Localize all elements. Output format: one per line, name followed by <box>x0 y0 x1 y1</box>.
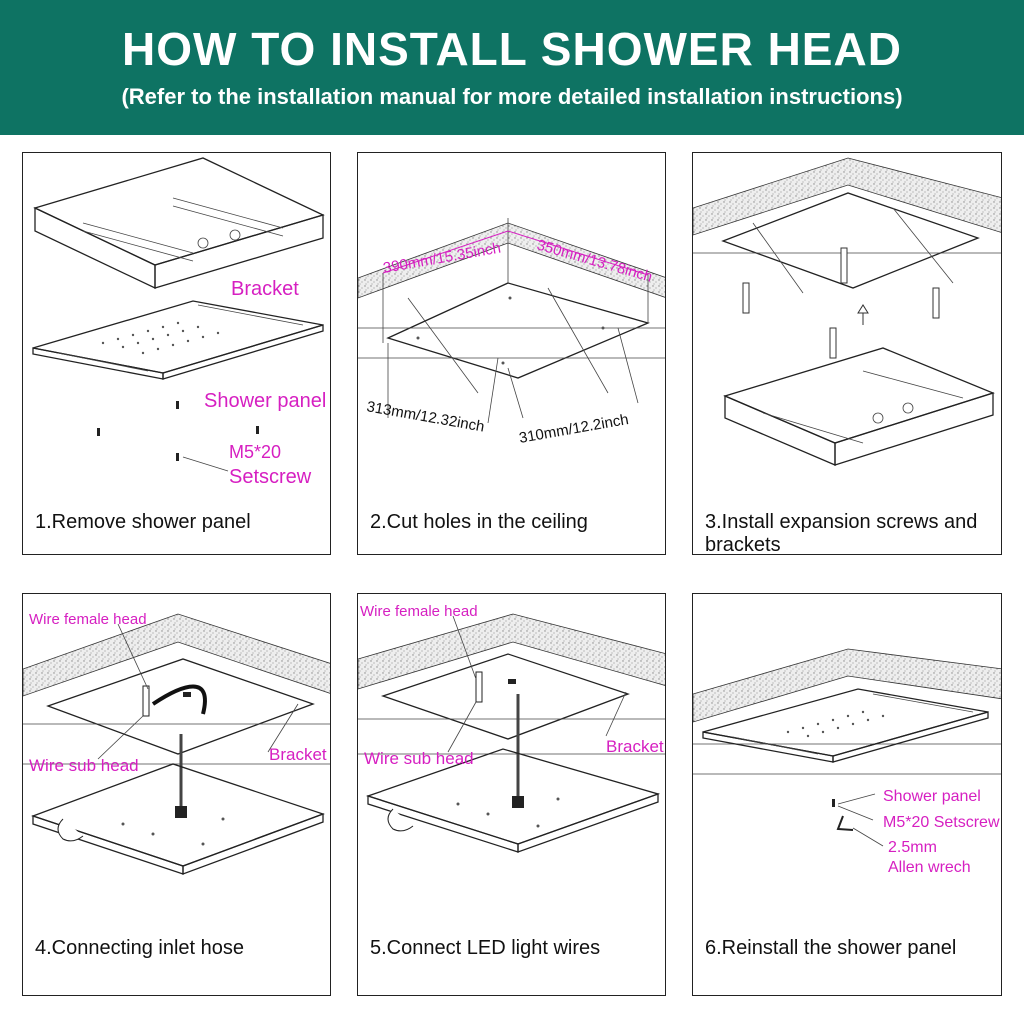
step-3-caption-line2: brackets <box>705 534 781 555</box>
page-subtitle: (Refer to the installation manual for mo… <box>121 84 903 109</box>
dim-350mm: 350mm/13.78inch <box>535 237 654 286</box>
label-wire-sub-head: Wire sub head <box>29 756 139 775</box>
step-6-panel: Shower panel M5*20 Setscrew 2.5mm Allen … <box>692 593 1002 996</box>
step-3-caption-line1: 3.Install expansion screws and <box>705 511 978 533</box>
step-5-illustration: Wire female head Wire sub head Bracket <box>358 603 665 853</box>
label-bracket-5: Bracket <box>606 737 664 756</box>
dim-310mm: 310mm/12.2inch <box>518 411 630 447</box>
step-1-caption: 1.Remove shower panel <box>35 511 251 533</box>
step-1-panel: Bracket Shower panel M5*20 Setscrew 1.Re… <box>22 152 331 555</box>
page-title: HOW TO INSTALL SHOWER HEAD <box>122 23 902 75</box>
dim-390mm: 390mm/15.35inch <box>382 239 502 276</box>
label-wire-female-head-5: Wire female head <box>360 603 478 620</box>
step-4-panel: Wire female head Wire sub head Bracket 4… <box>22 593 331 996</box>
label-setscrew-6: M5*20 Setscrew <box>883 814 1000 831</box>
step-5-caption: 5.Connect LED light wires <box>370 937 601 959</box>
step-5-panel: Wire female head Wire sub head Bracket 5… <box>357 593 666 996</box>
step-1-illustration: Bracket Shower panel M5*20 Setscrew <box>32 157 326 488</box>
label-setscrew: Setscrew <box>229 466 312 488</box>
label-allen-wrench: Allen wrech <box>888 859 971 876</box>
step-4-caption: 4.Connecting inlet hose <box>35 937 245 959</box>
step-3-panel: 3.Install expansion screws and brackets <box>692 152 1002 555</box>
label-shower-panel: Shower panel <box>204 390 326 412</box>
step-3-illustration <box>693 157 1001 466</box>
step-3-caption: 3.Install expansion screws and brackets <box>705 511 978 555</box>
label-bracket-4: Bracket <box>269 745 327 764</box>
step-4-illustration: Wire female head Wire sub head Bracket <box>23 611 330 875</box>
step-6-illustration: Shower panel M5*20 Setscrew 2.5mm Allen … <box>693 648 1001 876</box>
label-screw-size: M5*20 <box>229 442 281 462</box>
label-wrench-size: 2.5mm <box>888 839 937 856</box>
dim-313mm: 313mm/12.32inch <box>365 398 485 435</box>
label-bracket: Bracket <box>231 278 299 300</box>
label-wire-female-head: Wire female head <box>29 611 147 628</box>
step-2-panel: 390mm/15.35inch 350mm/13.78inch 313mm/12… <box>357 152 666 555</box>
label-wire-sub-head-5: Wire sub head <box>364 749 474 768</box>
step-2-illustration: 390mm/15.35inch 350mm/13.78inch 313mm/12… <box>358 218 665 447</box>
step-2-caption: 2.Cut holes in the ceiling <box>370 511 588 533</box>
label-shower-panel-6: Shower panel <box>883 788 981 805</box>
step-6-caption: 6.Reinstall the shower panel <box>705 937 957 959</box>
header-banner: HOW TO INSTALL SHOWER HEAD (Refer to the… <box>0 0 1024 135</box>
